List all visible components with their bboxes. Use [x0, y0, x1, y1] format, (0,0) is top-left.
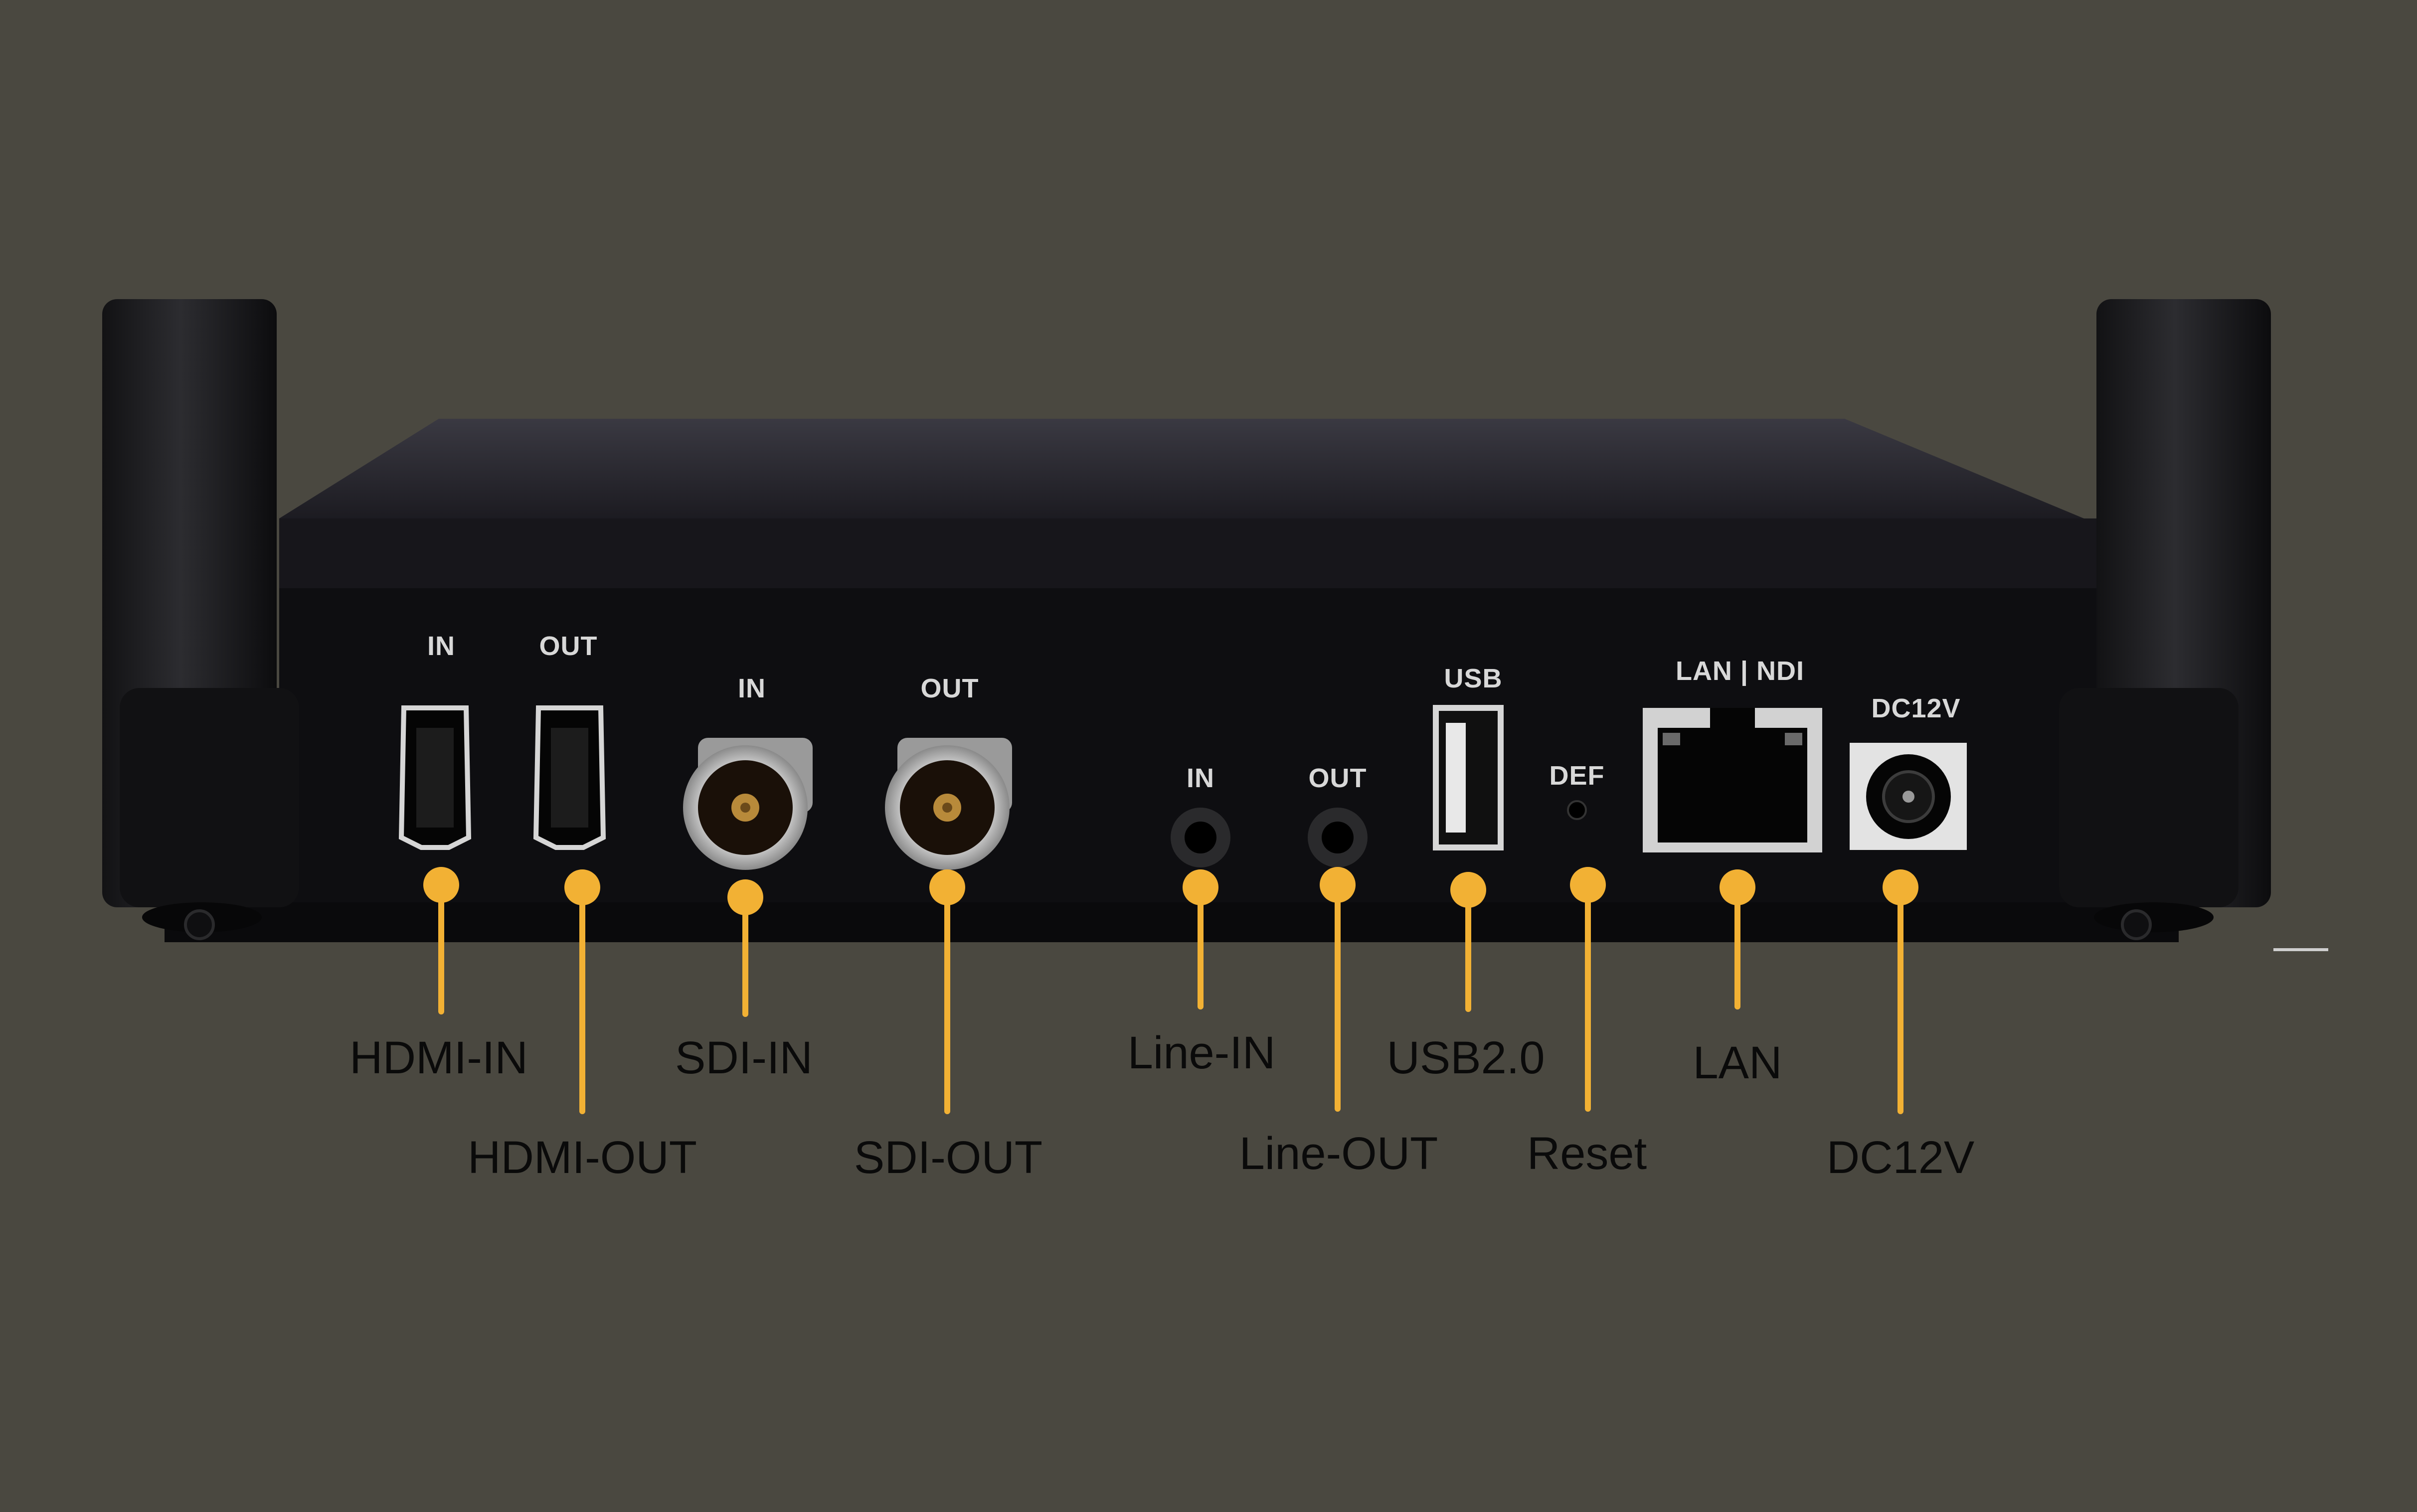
callout-usb: USB2.0 [1386, 1032, 1545, 1083]
rj45-port-icon [1643, 708, 1822, 852]
panel-label-lan-ndi: LAN | NDI [1675, 656, 1805, 686]
callout-line-hdmi-in [438, 885, 444, 1014]
panel-label-line-out: OUT [1308, 763, 1367, 793]
callout-dot-usb [1450, 872, 1486, 908]
callout-dot-line-out [1320, 867, 1356, 903]
right-antenna-icon [2059, 299, 2271, 932]
callout-line-dc12v [1898, 887, 1903, 1114]
callout-dot-reset [1570, 867, 1606, 903]
line-in-jack-icon [1171, 808, 1230, 867]
reset-pinhole-icon [1567, 800, 1587, 820]
callout-line-lan [1734, 887, 1740, 1009]
panel-label-sdi-out: OUT [920, 673, 979, 703]
callout-line-hdmi-out [579, 887, 585, 1114]
callout-dot-dc12v [1883, 869, 1918, 905]
callout-dot-sdi-out [929, 869, 965, 905]
callout-sdi-in: SDI-IN [675, 1032, 813, 1083]
usb-port-icon [1433, 705, 1504, 850]
callout-line-in: Line-IN [1127, 1027, 1276, 1078]
panel-label-sdi-in: IN [738, 673, 766, 703]
panel-label-def: DEF [1549, 761, 1605, 791]
panel-label-hdmi-in: IN [427, 631, 455, 661]
callout-dc12v: DC12V [1826, 1132, 1975, 1183]
callout-line-sdi-out [944, 887, 950, 1114]
callout-line-out: Line-OUT [1239, 1128, 1438, 1179]
callout-dot-lan [1720, 869, 1755, 905]
callout-line-reset [1585, 885, 1591, 1112]
callout-dot-hdmi-in [423, 867, 459, 903]
dc-jack-icon [1850, 743, 1967, 850]
panel-label-dc12v: DC12V [1871, 693, 1961, 723]
callout-hdmi-in: HDMI-IN [349, 1032, 528, 1083]
hdmi-out-port-icon [533, 705, 606, 850]
left-antenna-icon [102, 299, 299, 932]
callout-line-line-out [1335, 885, 1341, 1112]
callout-dot-hdmi-out [564, 869, 600, 905]
device-top-surface [279, 419, 2084, 518]
panel-label-usb: USB [1444, 664, 1503, 693]
callout-sdi-out: SDI-OUT [854, 1132, 1043, 1183]
panel-label-line-in: IN [1187, 763, 1214, 793]
hdmi-in-port-icon [398, 705, 472, 850]
callout-dot-line-in [1183, 869, 1218, 905]
callout-line-sdi-in [742, 897, 748, 1017]
callout-hdmi-out: HDMI-OUT [468, 1132, 697, 1183]
sdi-out-bnc-connector-icon [885, 738, 1012, 870]
panel-label-hdmi-out: OUT [539, 631, 598, 661]
callout-lan: LAN [1693, 1037, 1782, 1088]
sdi-in-bnc-connector-icon [683, 738, 813, 870]
callout-reset: Reset [1527, 1128, 1647, 1179]
callout-line-usb [1465, 890, 1471, 1012]
line-out-jack-icon [1308, 808, 1368, 867]
callout-dot-sdi-in [727, 879, 763, 915]
callout-line-line-in [1198, 887, 1204, 1009]
